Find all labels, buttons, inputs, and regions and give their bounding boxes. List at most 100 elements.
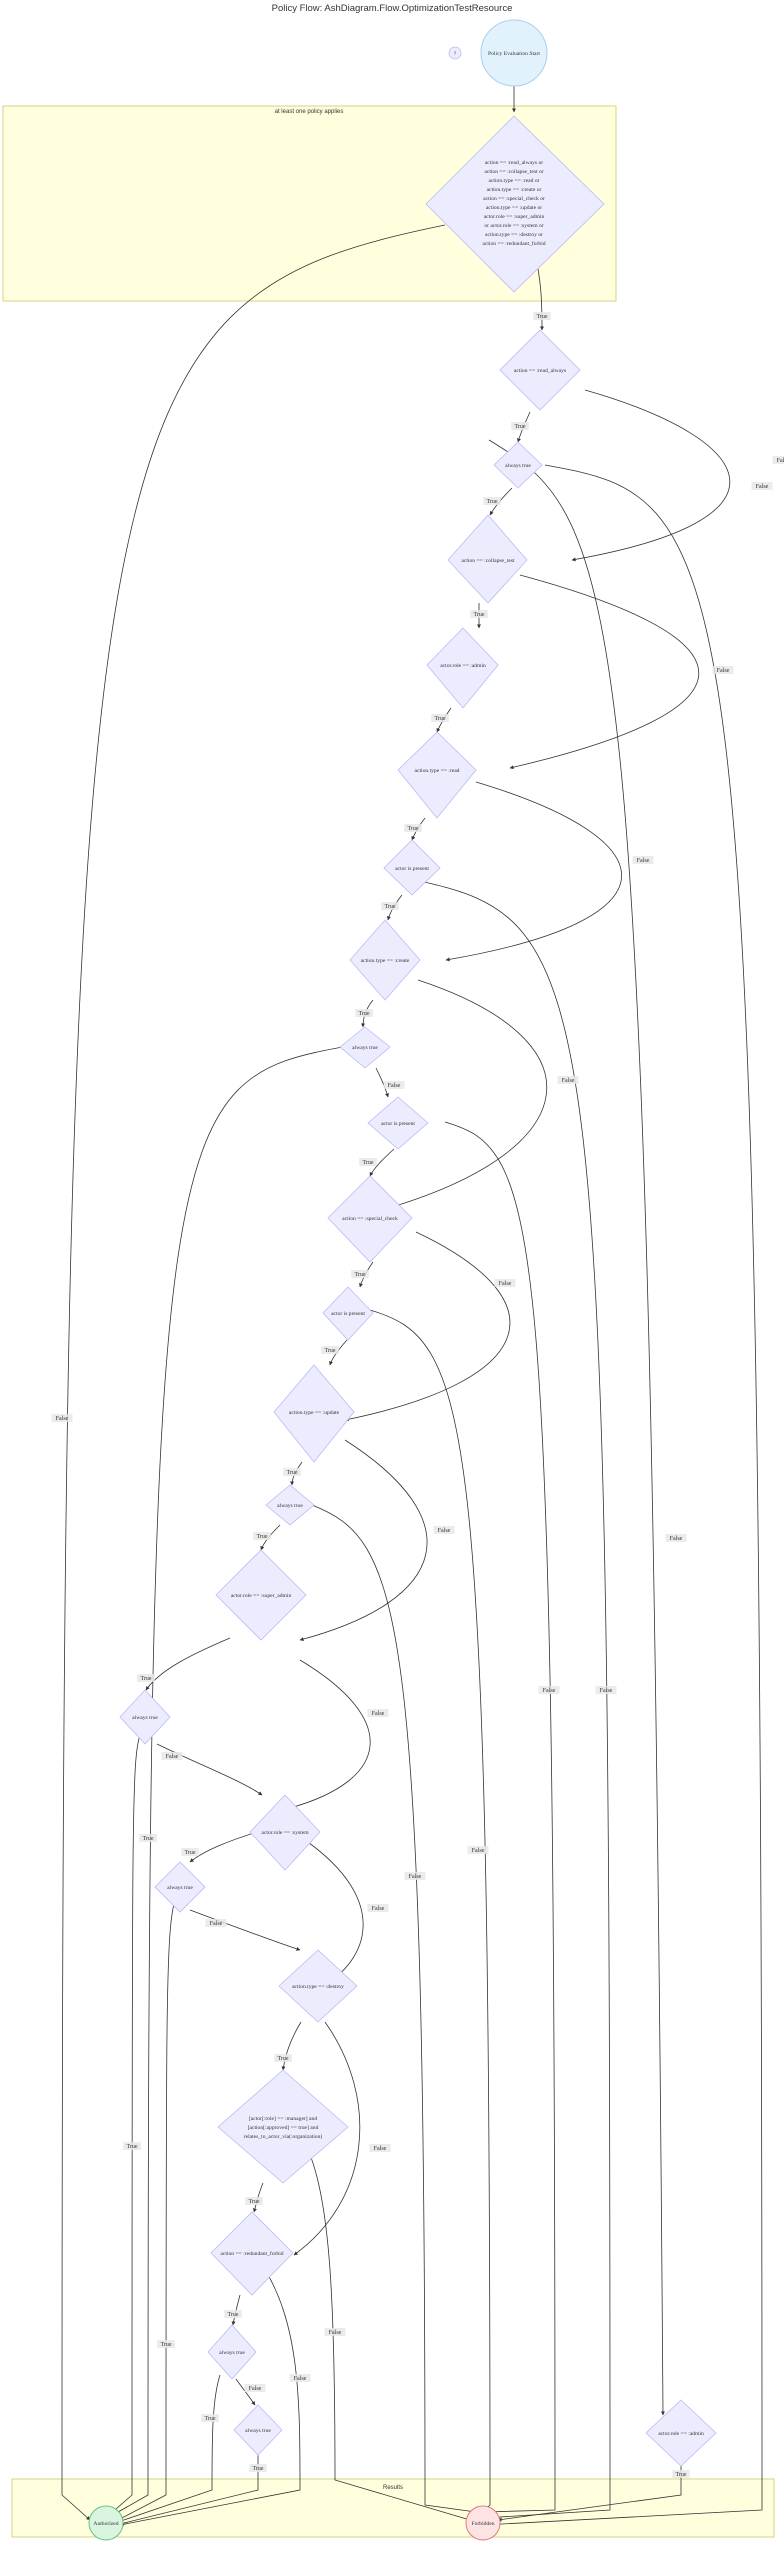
edge-label-text: False xyxy=(717,668,730,674)
edge-present2-false xyxy=(444,1121,556,2514)
decision-read-always-label: action == :read_always xyxy=(514,368,566,374)
edge-label-text: False xyxy=(372,1906,385,1912)
decision-always-true-4[interactable] xyxy=(119,1689,171,1745)
edge-label-text: True xyxy=(354,1272,365,1278)
start-node[interactable] xyxy=(480,19,548,87)
edge-present3-false xyxy=(369,1309,491,2511)
edge-label-text: False xyxy=(562,1078,575,1084)
decision-action-type-update-label: action.type == :update xyxy=(289,1410,340,1416)
edge-label-true: True xyxy=(321,1346,339,1354)
decision-action-type-destroy[interactable] xyxy=(278,1949,358,2023)
edge-label-false: False xyxy=(433,1526,455,1534)
edge-at2-true xyxy=(103,1045,349,2521)
edge-label-false: False xyxy=(538,1686,560,1694)
decision-always-true-7[interactable] xyxy=(233,2404,283,2456)
edge-label-text: False xyxy=(329,2330,342,2336)
decision-actor-present-2[interactable] xyxy=(367,1096,429,1150)
edge-label-true: True xyxy=(274,2054,292,2062)
edge-label-true: True xyxy=(253,1532,271,1540)
forbidden-node[interactable] xyxy=(465,2505,501,2541)
edge-superadmin-true xyxy=(145,1637,231,1691)
edge-label-text: False xyxy=(472,1848,485,1854)
edge-label-text: False xyxy=(372,1711,385,1717)
edge-label-true: True xyxy=(359,1158,377,1166)
decision-complex[interactable] xyxy=(217,2069,349,2184)
authorized-node[interactable] xyxy=(88,2505,124,2541)
edge-collapse-false xyxy=(509,574,700,770)
edge-label-false: False xyxy=(324,2328,346,2336)
edge-label-false: False xyxy=(557,1076,579,1084)
decision-always-true-6-label: always true xyxy=(219,2350,245,2356)
decision-super-admin[interactable] xyxy=(215,1549,307,1641)
forbidden-node-label: Forbidden xyxy=(472,2521,495,2527)
edge-at5-true xyxy=(117,1899,176,2521)
decision-admin-1[interactable] xyxy=(426,627,499,709)
edge-label-text: False xyxy=(409,1874,422,1880)
edge-label-false: False xyxy=(712,666,734,674)
question-node[interactable] xyxy=(448,46,462,60)
edge-label-text: True xyxy=(486,499,497,505)
decision-redundant-forbid[interactable] xyxy=(210,2211,294,2296)
decision-always-true-2[interactable] xyxy=(339,1026,391,1069)
edge-label-true: True xyxy=(351,1270,369,1278)
decision-always-true-3[interactable] xyxy=(265,1484,315,1526)
edge-label-true: True xyxy=(181,1848,199,1856)
edge-redundant-false xyxy=(119,2261,301,2527)
edge-label-false: False xyxy=(751,482,773,490)
edge-label-text: False xyxy=(756,484,769,490)
decision-admin-1-label: actor.role == :admin xyxy=(440,663,486,669)
decision-special-check[interactable] xyxy=(327,1175,413,1263)
decision-always-true-5[interactable] xyxy=(154,1861,206,1913)
start-node-label: Policy Evaluation Start xyxy=(488,51,540,57)
decision-actor-present-1[interactable] xyxy=(383,839,441,896)
decision-at-least-one[interactable] xyxy=(425,115,605,293)
decision-read-always[interactable] xyxy=(499,329,581,411)
decision-always-true-4-label: always true xyxy=(132,1715,158,1721)
edge-label-text: True xyxy=(140,1676,151,1682)
decision-system-label: actor.role == :system xyxy=(261,1830,309,1836)
authorized-node-label: Authorized xyxy=(93,2521,118,2527)
edge-label-true: True xyxy=(201,2414,219,2422)
decision-action-type-read[interactable] xyxy=(397,731,477,819)
decision-always-true-7-label: always true xyxy=(245,2428,271,2434)
edge-label-text: False xyxy=(600,1688,613,1694)
edge-label-true: True xyxy=(224,2310,242,2318)
edge-label-text: False xyxy=(637,858,650,864)
decision-always-true-1-label: always true xyxy=(505,463,531,469)
edge-admin1-false xyxy=(488,439,665,2416)
decision-collapse-test[interactable] xyxy=(447,514,528,604)
decision-admin-2[interactable] xyxy=(645,2399,717,2467)
at-least-one-line: action.type == :update or xyxy=(486,205,542,211)
decision-always-true-3-label: always true xyxy=(277,1503,303,1509)
edge-label-true: True xyxy=(249,2464,267,2472)
edge-labels: TrueFalseTrueFalseTrueFalseTrueFalseTrue… xyxy=(51,312,784,2478)
decision-actor-present-3[interactable] xyxy=(322,1286,374,1341)
edge-label-true: True xyxy=(123,2142,141,2150)
edge-label-text: True xyxy=(256,1534,267,1540)
edge-label-true: True xyxy=(533,312,551,320)
decision-always-true-1[interactable] xyxy=(493,441,543,489)
at-least-one-line: action.type == :read or xyxy=(488,178,539,184)
edge-present2-true xyxy=(369,1148,395,1177)
edge-label-text: True xyxy=(675,2472,686,2478)
edge-label-text: True xyxy=(252,2466,263,2472)
decision-collapse-test-label: action == :collapse_test xyxy=(461,558,515,564)
decision-always-true-6[interactable] xyxy=(207,2324,257,2380)
decision-action-type-create[interactable] xyxy=(349,919,421,1001)
decision-super-admin-label: actor.role == :super_admin xyxy=(231,1593,292,1599)
edge-destroy-true xyxy=(281,2021,302,2071)
edge-label-text: True xyxy=(362,1160,373,1166)
decision-action-type-update[interactable] xyxy=(273,1364,355,1463)
edge-label-text: True xyxy=(204,2416,215,2422)
edge-check-false xyxy=(61,224,446,2521)
at-least-one-line: action == :read_always or xyxy=(485,160,543,166)
decision-system[interactable] xyxy=(249,1794,321,1871)
edge-label-text: True xyxy=(324,1348,335,1354)
edge-label-text: False xyxy=(166,1754,179,1760)
edge-label-text: True xyxy=(160,2342,171,2348)
question-node-label: ? xyxy=(454,51,457,57)
edge-at1-false xyxy=(483,464,763,2527)
edge-label-text: True xyxy=(358,1011,369,1017)
edge-read-false xyxy=(445,781,622,962)
edge-label-text: False xyxy=(499,1281,512,1287)
